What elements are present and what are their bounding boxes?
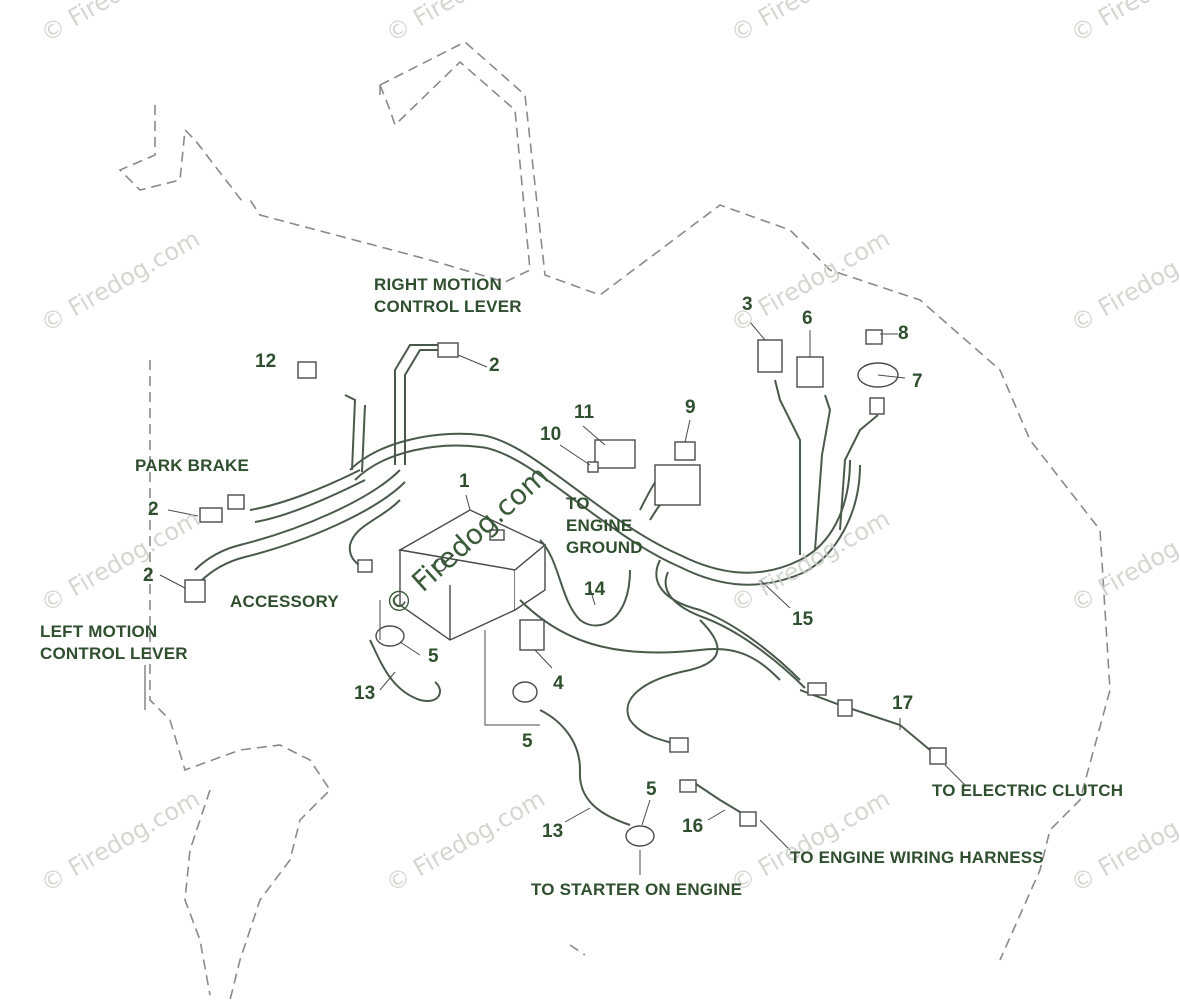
callout-5-lower: 5 — [646, 779, 657, 800]
wiring-harness — [194, 344, 931, 826]
callout-6: 6 — [802, 308, 813, 329]
connector-17 — [807, 682, 827, 696]
callout-10: 10 — [540, 424, 562, 445]
caption-right-motion-line1: RIGHT MOTION — [374, 275, 502, 294]
callout-13-lower: 13 — [542, 821, 564, 842]
caption-engine-ground-line2: ENGINE — [566, 516, 633, 535]
leader-lines — [144, 321, 966, 875]
caption-left-motion-line1: LEFT MOTION — [40, 622, 158, 641]
components — [184, 329, 947, 847]
callout-5-middle: 5 — [522, 731, 533, 752]
caption-engine-wiring-harness: TO ENGINE WIRING HARNESS — [790, 848, 1044, 867]
component-8 — [865, 329, 883, 345]
connector-16a — [679, 779, 697, 793]
caption-right-motion-line2: CONTROL LEVER — [374, 297, 522, 316]
callout-2-right-motion: 2 — [489, 355, 500, 376]
caption-electric-clutch: TO ELECTRIC CLUTCH — [932, 781, 1124, 800]
callout-16: 16 — [682, 816, 704, 837]
callout-17: 17 — [892, 693, 914, 714]
callout-5-upper: 5 — [428, 646, 439, 667]
callout-7: 7 — [912, 371, 923, 392]
caption-park-brake: PARK BRAKE — [135, 456, 250, 475]
callout-3: 3 — [742, 294, 753, 315]
connector-16b — [739, 811, 757, 827]
callout-9: 9 — [685, 397, 696, 418]
component-3 — [757, 339, 783, 373]
callout-2-park-brake: 2 — [148, 499, 159, 520]
connector-7 — [869, 397, 885, 415]
connector-park-brake — [227, 494, 245, 510]
component-10 — [587, 461, 599, 473]
component-5-middle — [512, 681, 538, 703]
caption-engine-ground-line1: TO — [566, 494, 590, 513]
component-11 — [594, 439, 636, 469]
battery — [397, 509, 547, 641]
component-2-upper — [199, 507, 223, 523]
component-5-lower — [625, 825, 655, 847]
caption-engine-ground-line3: GROUND — [566, 538, 643, 557]
component-2-lower — [184, 579, 206, 603]
caption-accessory: ACCESSORY — [230, 592, 339, 611]
callout-8: 8 — [898, 323, 909, 344]
callout-12: 12 — [255, 351, 277, 372]
chassis-outline — [118, 41, 1111, 1001]
component-5-upper — [375, 625, 405, 647]
connector-clutch — [929, 747, 947, 765]
callout-15: 15 — [792, 609, 814, 630]
connector-accessory — [357, 559, 373, 573]
connector-lower — [669, 737, 689, 753]
connector-17b — [837, 699, 853, 717]
callout-13-upper: 13 — [354, 683, 376, 704]
caption-starter: TO STARTER ON ENGINE — [531, 880, 743, 899]
component-9 — [674, 441, 696, 461]
callout-4: 4 — [553, 673, 564, 694]
component-9-block — [654, 464, 701, 506]
callout-11: 11 — [574, 402, 595, 423]
component-4 — [519, 619, 545, 651]
callout-1: 1 — [459, 471, 470, 492]
caption-left-motion-line2: CONTROL LEVER — [40, 644, 188, 663]
callout-2-left-motion: 2 — [143, 565, 154, 586]
component-6 — [796, 356, 824, 388]
connector-right-motion — [437, 342, 459, 358]
component-12 — [297, 361, 317, 379]
callout-14: 14 — [584, 579, 606, 600]
